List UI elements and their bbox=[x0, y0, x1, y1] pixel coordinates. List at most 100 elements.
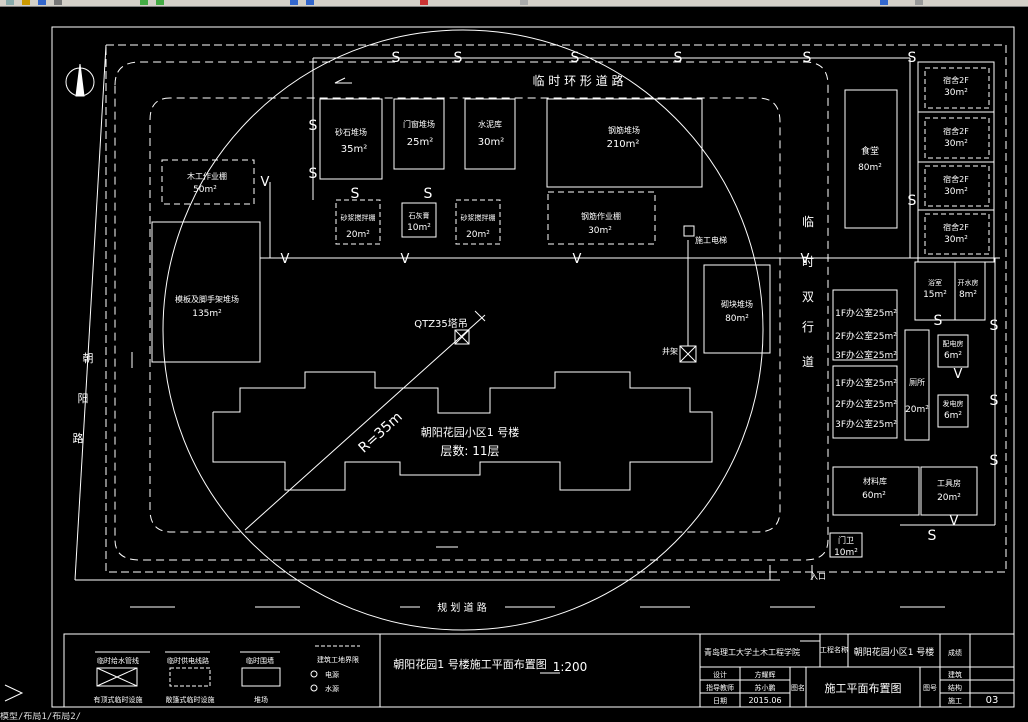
steel-workshop bbox=[547, 191, 656, 245]
chaoyang-road-edge bbox=[74, 44, 107, 581]
office-4: 1F办公室25m² bbox=[835, 377, 897, 389]
svg-text:S: S bbox=[351, 186, 360, 202]
double-lane-label-1: 临 bbox=[802, 215, 814, 229]
mortar-shed-1 bbox=[335, 199, 381, 245]
legend-roofed-symbol bbox=[96, 667, 138, 687]
toilet-area: 20m² bbox=[905, 405, 929, 415]
svg-text:V: V bbox=[401, 252, 410, 267]
guard-name: 门卫 bbox=[838, 535, 854, 545]
layout-tabs[interactable]: 模型/布局1/布局2/ bbox=[0, 712, 82, 722]
office-block-2 bbox=[832, 365, 898, 439]
svg-text:V: V bbox=[573, 252, 582, 267]
carpentry-area: 50m² bbox=[193, 185, 217, 195]
school-name: 青岛理工大学土木工程学院 bbox=[704, 647, 800, 657]
dorm1-area: 30m² bbox=[944, 88, 968, 98]
sand-stone-name: 砂石堆场 bbox=[335, 127, 367, 137]
project-name: 朝阳花园小区1 号楼 bbox=[854, 646, 935, 658]
elevator-box bbox=[683, 225, 695, 237]
site-plan-drawing: SS SS SS SS SS SS SS SS VV VV VV V 砂石堆场 … bbox=[4, 26, 1015, 708]
dorm2-name: 宿舍2F bbox=[943, 126, 969, 136]
boiler-room bbox=[954, 261, 986, 321]
steel-yard-area: 210m² bbox=[607, 139, 640, 150]
svg-text:S: S bbox=[309, 166, 318, 182]
drawing-title: 朝阳花园1 号楼施工平面布置图 bbox=[393, 657, 547, 671]
tools-area: 20m² bbox=[937, 493, 961, 503]
material-name: 材料库 bbox=[863, 476, 887, 486]
legend-yard: 堆场 bbox=[254, 695, 268, 704]
scaffold-name: 模板及脚手架堆场 bbox=[175, 294, 239, 304]
steel-yard bbox=[546, 98, 703, 188]
dorm3-name: 宿舍2F bbox=[943, 174, 969, 184]
properties-icon[interactable] bbox=[420, 0, 428, 5]
floors-label: 层数: 11层 bbox=[440, 443, 499, 458]
brick-yard bbox=[703, 264, 771, 354]
type-architecture: 建筑 bbox=[948, 670, 962, 679]
north-arrow bbox=[75, 63, 85, 97]
undo-icon[interactable] bbox=[140, 0, 148, 5]
toilet bbox=[904, 329, 930, 441]
door-window-yard bbox=[393, 98, 445, 170]
toilet-name: 厕所 bbox=[909, 377, 925, 387]
power-room-area: 6m² bbox=[944, 351, 962, 361]
svg-text:S: S bbox=[908, 193, 917, 209]
type-construction: 施工 bbox=[948, 696, 962, 705]
svg-text:V: V bbox=[261, 175, 270, 190]
svg-text:S: S bbox=[424, 186, 433, 202]
legend-water: 临时给水管线 bbox=[97, 656, 139, 665]
guard-area: 10m² bbox=[834, 548, 858, 558]
cement-store bbox=[464, 98, 516, 170]
dorm3-area: 30m² bbox=[944, 187, 968, 197]
ring-road-outer bbox=[114, 61, 829, 561]
building-name-label: 朝阳花园小区1 号楼 bbox=[421, 425, 520, 439]
steel-work-area: 30m² bbox=[588, 226, 612, 236]
new-file-icon[interactable] bbox=[6, 0, 14, 5]
advisor-label: 指导教师 bbox=[706, 683, 734, 692]
main-building-outline bbox=[212, 371, 713, 491]
scaffold-yard bbox=[151, 221, 261, 363]
ring-road-inner bbox=[149, 97, 781, 533]
legend-water-source: 水源 bbox=[325, 684, 339, 693]
svg-text:S: S bbox=[990, 318, 999, 334]
mortar-shed-2 bbox=[455, 199, 501, 245]
redo-icon[interactable] bbox=[156, 0, 164, 5]
cad-toolbar[interactable] bbox=[0, 0, 1028, 7]
save-icon[interactable] bbox=[38, 0, 46, 5]
open-file-icon[interactable] bbox=[22, 0, 30, 5]
canteen-name: 食堂 bbox=[861, 145, 879, 157]
pan-icon[interactable] bbox=[290, 0, 298, 5]
zoom-icon[interactable] bbox=[306, 0, 314, 5]
settings-icon[interactable] bbox=[915, 0, 923, 5]
cement-name: 水泥库 bbox=[478, 119, 502, 129]
bath-area: 15m² bbox=[923, 290, 947, 300]
type-structure: 结构 bbox=[948, 683, 962, 692]
office-5: 2F办公室25m² bbox=[835, 398, 897, 410]
bath-name: 浴室 bbox=[928, 278, 942, 287]
print-icon[interactable] bbox=[54, 0, 62, 5]
office-block-1 bbox=[832, 289, 898, 361]
lime-name: 石灰膏 bbox=[409, 211, 430, 220]
grade-label: 成绩 bbox=[948, 648, 962, 657]
office-3: 3F办公室25m² bbox=[835, 349, 897, 361]
sand-stone-area: 35m² bbox=[341, 144, 367, 155]
legend-roofed: 有顶式临时设施 bbox=[94, 695, 143, 704]
generator-area: 6m² bbox=[944, 411, 962, 421]
svg-text:V: V bbox=[954, 367, 963, 382]
svg-text:S: S bbox=[803, 50, 812, 66]
cement-area: 30m² bbox=[478, 137, 504, 148]
brick-name: 砌块堆场 bbox=[721, 299, 753, 309]
carpentry-name: 木工作业棚 bbox=[187, 171, 227, 181]
elevator-label: 施工电梯 bbox=[695, 235, 727, 245]
brick-area: 80m² bbox=[725, 314, 749, 324]
lime-store bbox=[401, 202, 437, 238]
legend-boundary: 建筑工地界限 bbox=[317, 655, 359, 664]
help-icon[interactable] bbox=[880, 0, 888, 5]
mortar1-name: 砂浆搅拌棚 bbox=[341, 213, 376, 222]
dorm2-area: 30m² bbox=[944, 139, 968, 149]
tools-name: 工具房 bbox=[937, 478, 961, 488]
dorm4-name: 宿舍2F bbox=[943, 222, 969, 232]
drawing-number-label: 图号 bbox=[923, 684, 937, 692]
boiler-area: 8m² bbox=[959, 290, 977, 300]
layers-icon[interactable] bbox=[520, 0, 528, 5]
drawing-name: 施工平面布置图 bbox=[825, 682, 902, 695]
